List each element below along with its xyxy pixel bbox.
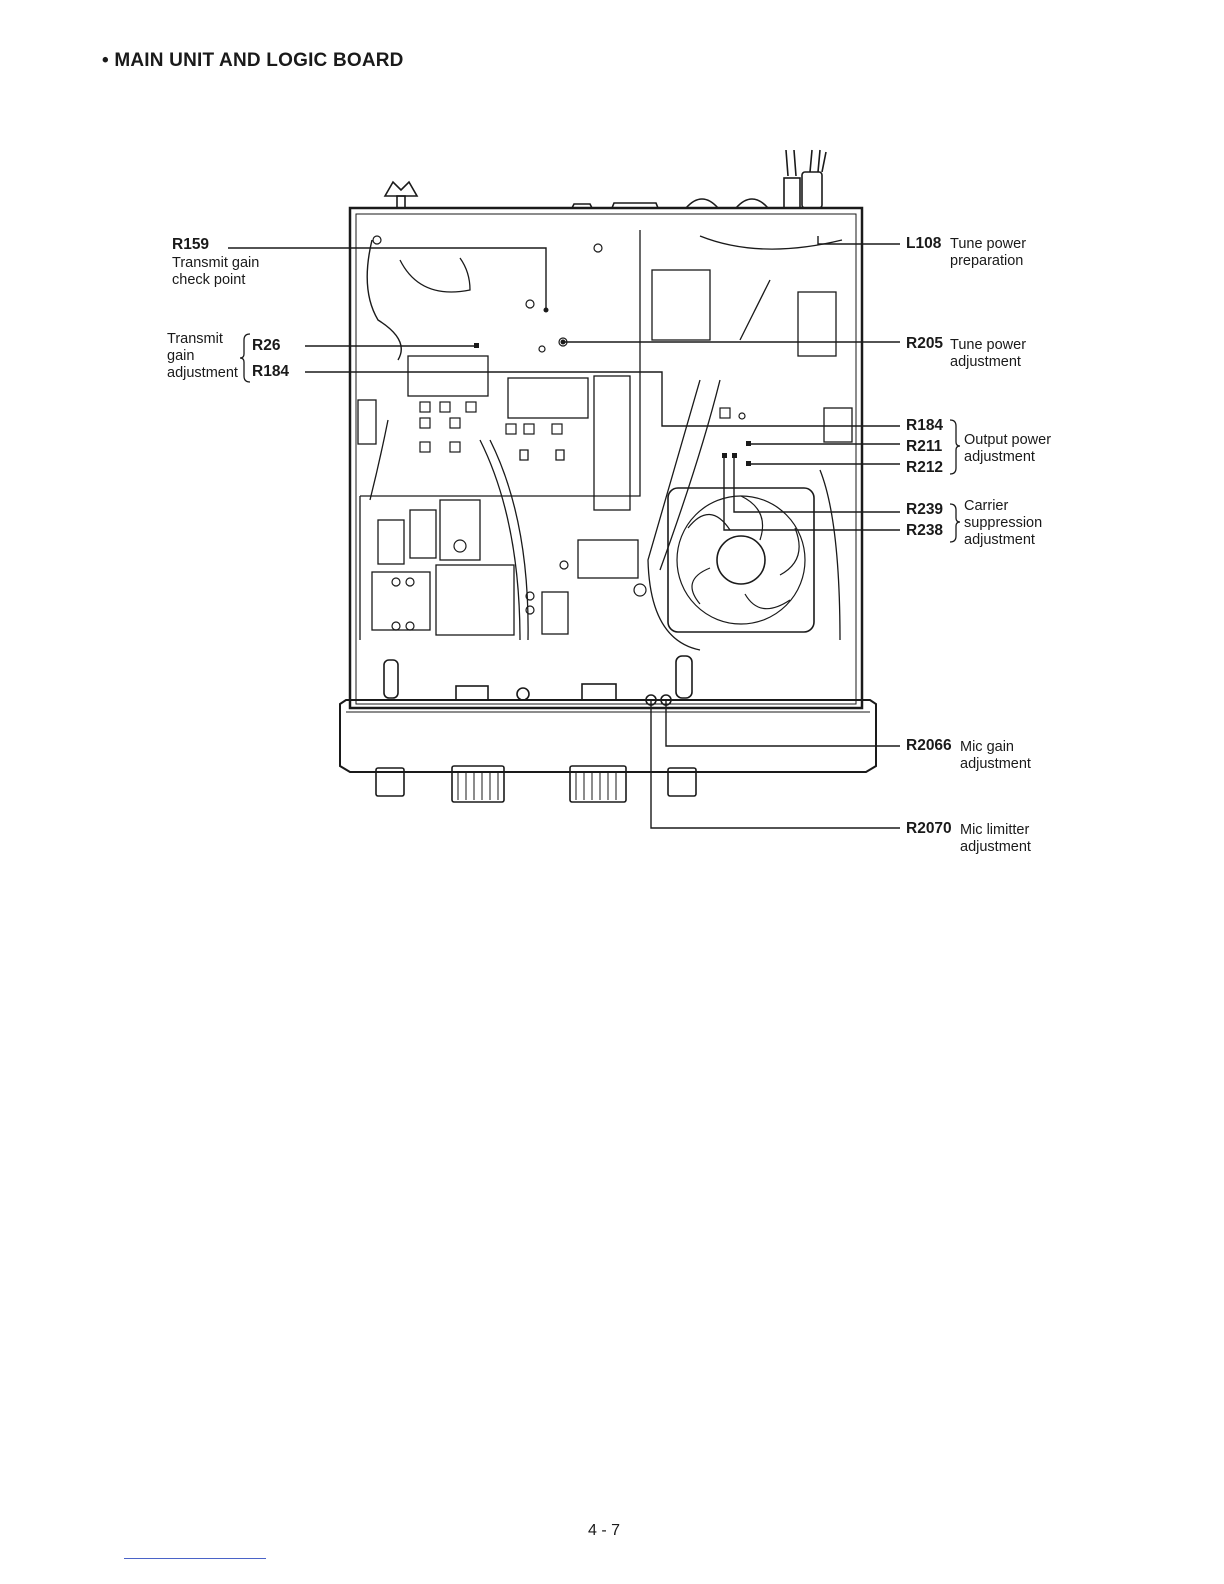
- trimmers: [373, 236, 745, 630]
- callout-r211-ref: R211: [906, 438, 942, 456]
- callout-r212-ref: R212: [906, 459, 943, 477]
- front-panel: [340, 656, 876, 802]
- callout-r205-ref: R205: [906, 335, 943, 353]
- footer-divider: [124, 1558, 266, 1559]
- callout-l108-ref: L108: [906, 235, 941, 253]
- callout-r239-ref: R239: [906, 501, 943, 519]
- callout-r184-output-ref: R184: [906, 417, 943, 435]
- callout-r2070-ref: R2070: [906, 820, 952, 838]
- callout-r2066-ref: R2066: [906, 737, 952, 755]
- chassis-outline: [350, 150, 862, 708]
- callout-r159-ref: R159: [172, 236, 209, 254]
- callout-r238-ref: R238: [906, 522, 943, 540]
- board-layout: [358, 230, 852, 650]
- callout-r184-ref: R184: [252, 363, 289, 381]
- callout-r26-ref: R26: [252, 337, 280, 355]
- page-number: 4 - 7: [588, 1522, 620, 1540]
- cooling-fan: [668, 488, 814, 632]
